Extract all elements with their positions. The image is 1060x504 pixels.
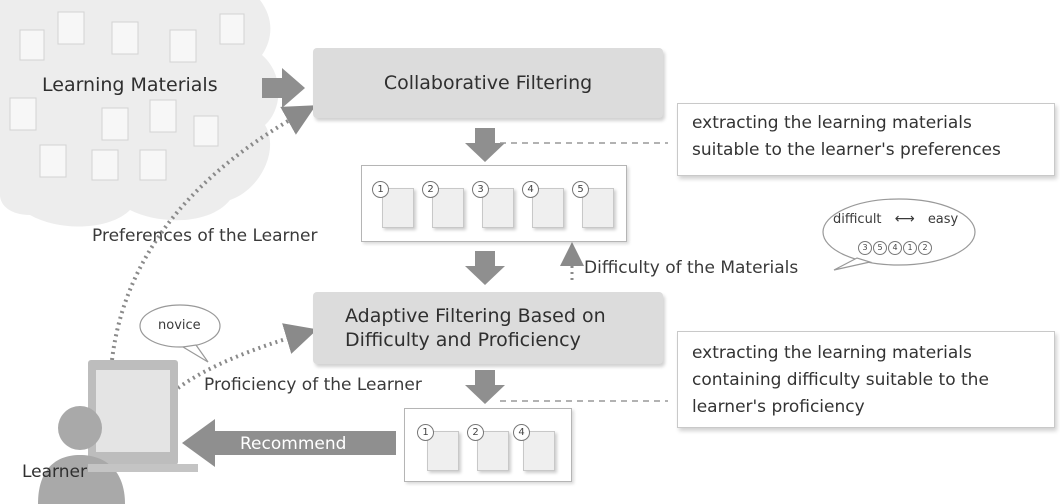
materials-cloud bbox=[0, 0, 279, 227]
note-proficiency: extracting the learning materials contai… bbox=[677, 331, 1055, 428]
recommend-label: Recommend bbox=[240, 434, 347, 454]
material-number: 1 bbox=[417, 424, 434, 441]
easy-label: easy bbox=[927, 212, 959, 227]
material-doc bbox=[432, 188, 464, 228]
material-number: 2 bbox=[422, 181, 439, 198]
recommend-arrow bbox=[182, 419, 396, 467]
note-preferences-line1: extracting the learning materials bbox=[692, 113, 972, 133]
material-number: 4 bbox=[522, 181, 539, 198]
material-doc bbox=[582, 188, 614, 228]
material-number: 4 bbox=[513, 424, 530, 441]
collaborative-filtering-label: Collaborative Filtering bbox=[383, 72, 593, 94]
order-number: 3 bbox=[858, 241, 872, 255]
arrow-down-2 bbox=[465, 251, 505, 285]
learning-materials-label: Learning Materials bbox=[42, 74, 218, 96]
learner-label: Learner bbox=[22, 462, 87, 482]
material-doc bbox=[382, 188, 414, 228]
material-doc bbox=[482, 188, 514, 228]
preferences-label: Preferences of the Learner bbox=[92, 226, 318, 246]
material-number: 2 bbox=[467, 424, 484, 441]
adaptive-filtering-line1: Adaptive Filtering Based on bbox=[345, 305, 606, 327]
note-proficiency-line1: extracting the learning materials bbox=[692, 343, 972, 363]
difficulty-scale: difficult ⟷ easy bbox=[833, 211, 958, 227]
arrow-down-3 bbox=[465, 370, 505, 404]
note-proficiency-line3: learner's proficiency bbox=[692, 397, 865, 417]
material-number: 5 bbox=[572, 181, 589, 198]
arrow-to-collab bbox=[262, 68, 305, 108]
note-preferences: extracting the learning materials suitab… bbox=[677, 103, 1055, 176]
preferences-arrow bbox=[110, 105, 316, 361]
material-doc bbox=[523, 431, 555, 471]
arrow-down-1 bbox=[465, 128, 505, 162]
material-doc bbox=[532, 188, 564, 228]
double-arrow-icon: ⟷ bbox=[894, 211, 915, 227]
collaborative-filtering-box: Collaborative Filtering bbox=[313, 48, 663, 118]
note-proficiency-line2: containing difficulty suitable to the bbox=[692, 370, 989, 390]
order-number: 1 bbox=[903, 241, 917, 255]
difficult-label: difficult bbox=[833, 212, 882, 227]
order-number: 2 bbox=[918, 241, 932, 255]
materials-tray-1: 1 2 3 4 5 bbox=[361, 165, 627, 242]
adaptive-filtering-line2: Difficulty and Proficiency bbox=[345, 329, 581, 351]
proficiency-label: Proficiency of the Learner bbox=[204, 375, 422, 395]
proficiency-arrow bbox=[176, 323, 318, 390]
material-doc bbox=[477, 431, 509, 471]
note-preferences-line2: suitable to the learner's preferences bbox=[692, 140, 1001, 160]
material-number: 1 bbox=[372, 181, 389, 198]
difficulty-label: Difficulty of the Materials bbox=[584, 258, 799, 278]
material-number: 3 bbox=[472, 181, 489, 198]
order-number: 5 bbox=[873, 241, 887, 255]
novice-label: novice bbox=[158, 318, 201, 333]
adaptive-filtering-box: Adaptive Filtering Based on Difficulty a… bbox=[313, 292, 663, 364]
materials-tray-2: 1 2 4 bbox=[404, 408, 572, 482]
order-number: 4 bbox=[888, 241, 902, 255]
material-doc bbox=[427, 431, 459, 471]
learner-figure bbox=[38, 360, 198, 504]
